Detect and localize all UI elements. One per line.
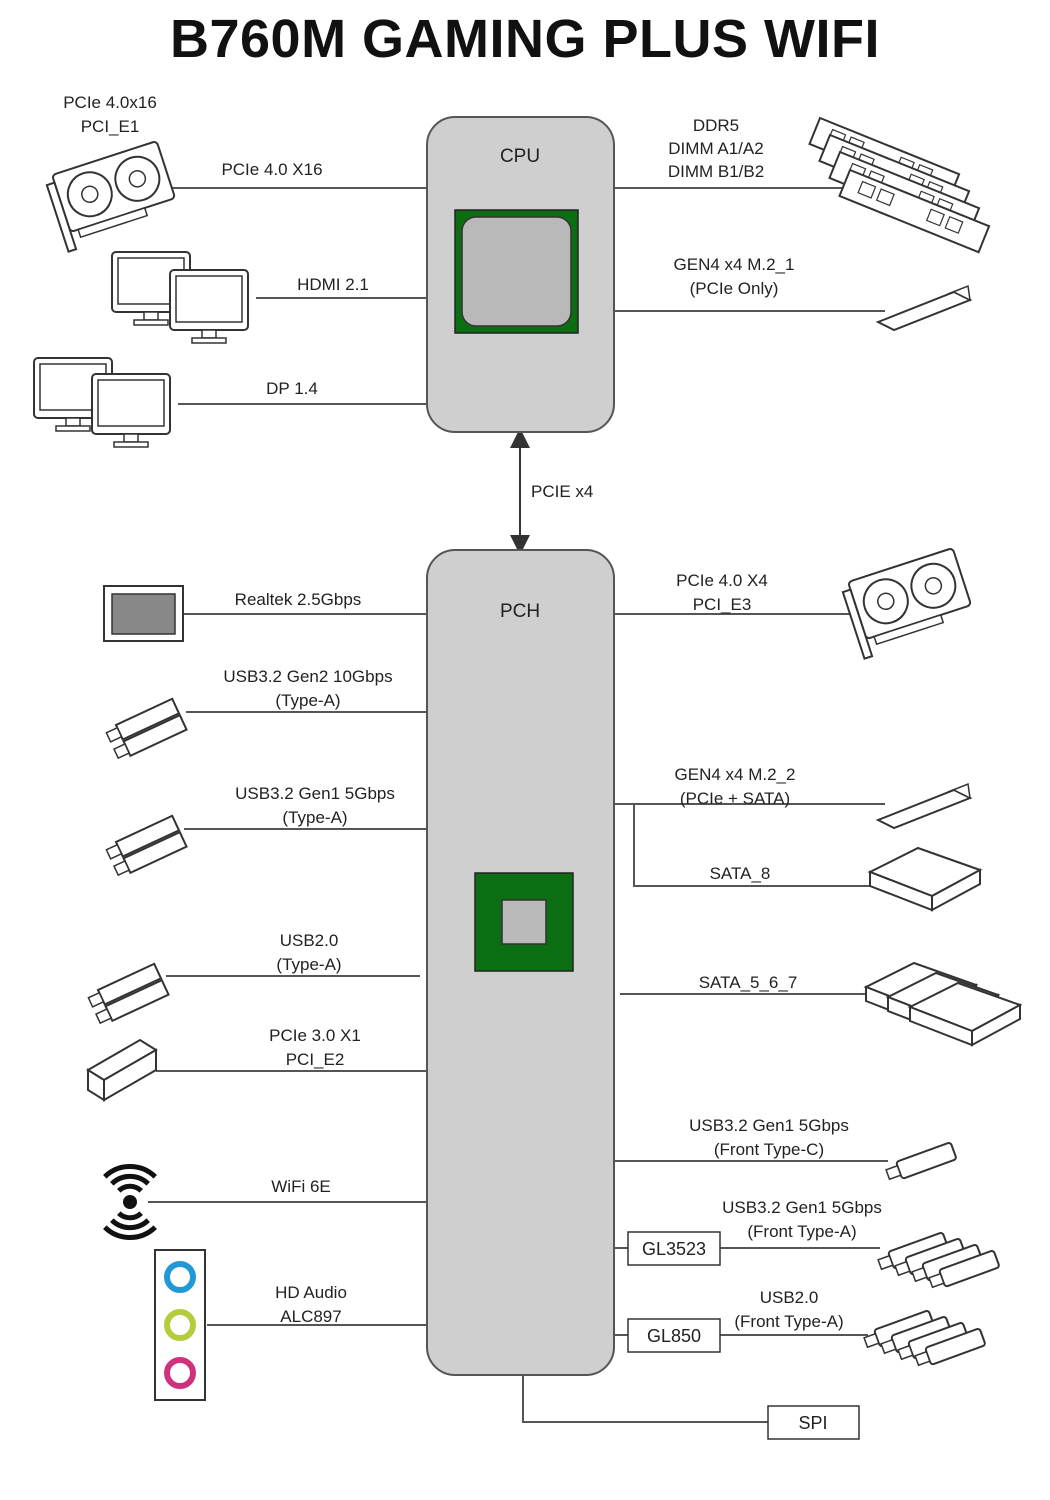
front-typec-label: USB3.2 Gen1 5Gbps [689, 1116, 849, 1135]
m2-2-label: GEN4 x4 M.2_2 [675, 765, 796, 784]
pcie-x16-label: PCIe 4.0 X16 [221, 160, 322, 179]
ddr5-label: DIMM A1/A2 [668, 139, 763, 158]
sata8-label: SATA_8 [710, 864, 771, 883]
cpu-label: CPU [500, 146, 540, 167]
gl850-label: GL850 [647, 1326, 701, 1346]
usb-gen1-label: USB3.2 Gen1 5Gbps [235, 784, 395, 803]
front-typea-usb2-label: (Front Type-A) [734, 1312, 843, 1331]
pcie-x4-slot-label: PCI_E3 [693, 595, 752, 614]
pcie-x4-slot-label: PCIe 4.0 X4 [676, 571, 768, 590]
pcie-x1-label: PCIe 3.0 X1 [269, 1026, 361, 1045]
pch-label: PCH [500, 601, 540, 622]
spi-label: SPI [798, 1413, 827, 1433]
pch-die-core [501, 899, 547, 945]
usb-stick-icon [883, 1141, 958, 1185]
usb-gen2-label: (Type-A) [275, 691, 340, 710]
m2-1-label: GEN4 x4 M.2_1 [674, 255, 795, 274]
sata8-link [633, 804, 870, 887]
front-typea-gen1-label: (Front Type-A) [747, 1222, 856, 1241]
usb-ports-icon [104, 697, 188, 762]
ddr5-label: DIMM B1/B2 [668, 162, 764, 181]
pcie-x1-label: PCI_E2 [286, 1050, 345, 1069]
usb2-label: USB2.0 [280, 931, 339, 950]
ethernet-jack [111, 593, 176, 635]
m2-ssd-icon [877, 285, 971, 331]
usb-gen2-label: USB3.2 Gen2 10Gbps [223, 667, 392, 686]
spi-link [522, 1375, 768, 1423]
usb-gen1-label: (Type-A) [282, 808, 347, 827]
front-typea-usb2-label: USB2.0 [760, 1288, 819, 1307]
pcie-x4-label: PCIE x4 [531, 482, 593, 501]
dp-label: DP 1.4 [266, 379, 318, 398]
wifi-icon [103, 1164, 157, 1240]
ethernet-label: Realtek 2.5Gbps [235, 590, 362, 609]
dual-monitor-icon [91, 373, 171, 448]
dual-monitor-icon [169, 269, 249, 344]
spi-box [767, 1405, 860, 1440]
hdmi-label: HDMI 2.1 [297, 275, 369, 294]
gpu-slot-label: PCI_E1 [81, 117, 140, 136]
m2-1-label: (PCIe Only) [690, 279, 779, 298]
audio-jacks-icon [154, 1249, 206, 1401]
sata567-label: SATA_5_6_7 [699, 973, 798, 992]
audio-label: ALC897 [280, 1307, 341, 1326]
pcie-x1-slot-icon [86, 1038, 158, 1102]
graphics-card-icon [43, 140, 182, 253]
m2-ssd-icon [877, 783, 971, 829]
m2-2-label: (PCIe + SATA) [680, 789, 790, 808]
hard-drive-icon [869, 847, 981, 911]
gl3523-box [627, 1231, 721, 1266]
diagram-title: B760M GAMING PLUS WIFI [169, 9, 881, 69]
ddr5-label: DDR5 [693, 116, 739, 135]
front-typea-gen1-label: USB3.2 Gen1 5Gbps [722, 1198, 882, 1217]
gl850-box [627, 1318, 721, 1353]
wifi-label: WiFi 6E [271, 1177, 331, 1196]
front-typec-label: (Front Type-C) [714, 1140, 824, 1159]
cpu-die-core [461, 216, 572, 327]
usb-ports-icon [104, 814, 188, 879]
gl3523-label: GL3523 [642, 1239, 706, 1259]
usb-ports-icon [86, 962, 170, 1027]
gpu-slot-label: PCIe 4.0x16 [63, 93, 157, 112]
usb2-label: (Type-A) [276, 955, 341, 974]
graphics-card-icon [839, 547, 978, 660]
audio-label: HD Audio [275, 1283, 347, 1302]
